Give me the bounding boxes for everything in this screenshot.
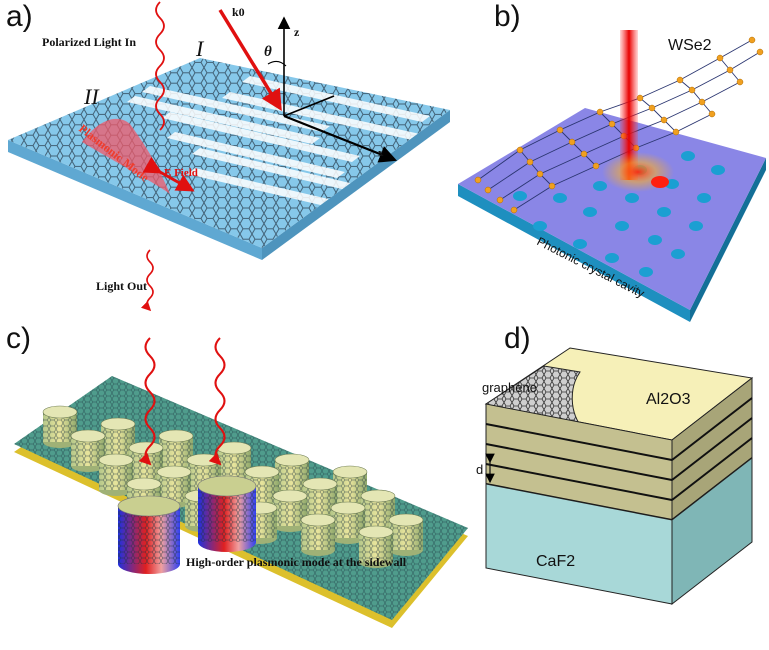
high-order-mode-label: High-order plasmonic mode at the sidewal…	[186, 555, 407, 569]
incident-wave-left	[138, 337, 156, 466]
outgoing-light-wave	[140, 249, 154, 312]
light-out-label: Light Out	[96, 279, 147, 293]
caf2-side-face	[671, 456, 753, 606]
region-one-label: I	[195, 36, 205, 61]
incident-light-wave	[155, 1, 165, 131]
e-field-label: E Field	[164, 167, 198, 179]
mode-cylinder-left	[117, 495, 181, 574]
laser-beam	[620, 30, 638, 180]
al2o3-label: Al2O3	[646, 391, 691, 408]
panel-d-letter: d)	[504, 322, 531, 355]
panel-a-letter: a)	[6, 0, 33, 33]
incident-wave-right	[208, 337, 226, 466]
polarized-light-in-label: Polarized Light In	[42, 35, 136, 49]
angle-arc	[267, 60, 287, 67]
y-axis	[283, 95, 335, 117]
cylinder-top	[332, 465, 368, 479]
cylinder-top	[330, 501, 366, 515]
cylinder-top	[388, 513, 424, 527]
cylinder-top	[274, 453, 310, 467]
selenium-atoms	[474, 36, 764, 214]
cavity-front-edge	[458, 184, 690, 322]
cylinder-top	[98, 453, 134, 467]
cylinder-top	[302, 477, 338, 491]
cylinder-top	[358, 525, 394, 539]
z-axis-label: z	[294, 25, 300, 39]
x-axis-label: x	[378, 147, 384, 159]
cylinder-top	[42, 405, 78, 419]
cylinder-top	[272, 489, 308, 503]
wave-vector-arrow	[218, 9, 282, 111]
cylinder-top	[156, 465, 192, 479]
cylinder-top	[126, 477, 162, 491]
cylinder-top	[70, 429, 106, 443]
cavity-side-edge	[690, 158, 766, 322]
graphene-ribbons	[127, 76, 430, 210]
panel-c-letter: c)	[6, 322, 31, 355]
wse2-label-text: WSe2	[668, 37, 712, 54]
cavity-hotspot	[651, 176, 669, 188]
panel-c: c) High-order plasmonic mode at the side…	[6, 322, 468, 628]
wse2-label: WSe2	[668, 37, 712, 54]
cylinder-top	[244, 465, 280, 479]
cylinder-top	[360, 489, 396, 503]
graphene-lattice	[8, 58, 450, 248]
cylinder-top	[300, 513, 336, 527]
panel-d: d) d graphene Al2O3 CaF2	[476, 322, 754, 606]
caf2-label: CaF2	[536, 553, 575, 570]
panel-b-letter: b)	[494, 0, 521, 33]
e-field-arrow	[142, 156, 195, 192]
x-axis	[283, 114, 398, 163]
panel-a: a) Polarized Light In Plasmonic Mode	[6, 0, 450, 312]
angle-label: θ	[264, 44, 272, 60]
cylinder-top	[158, 429, 194, 443]
wave-vector-label: k0	[232, 5, 245, 19]
slab-front-edge	[8, 140, 262, 260]
mode-cylinder-right	[197, 475, 257, 552]
cylinder-top	[100, 417, 136, 431]
panel-b: b)	[458, 0, 766, 322]
spacing-label: d	[476, 462, 483, 477]
graphene-label: graphene	[482, 380, 537, 395]
slab-side-edge	[262, 110, 450, 260]
region-two-label: II	[83, 84, 100, 109]
